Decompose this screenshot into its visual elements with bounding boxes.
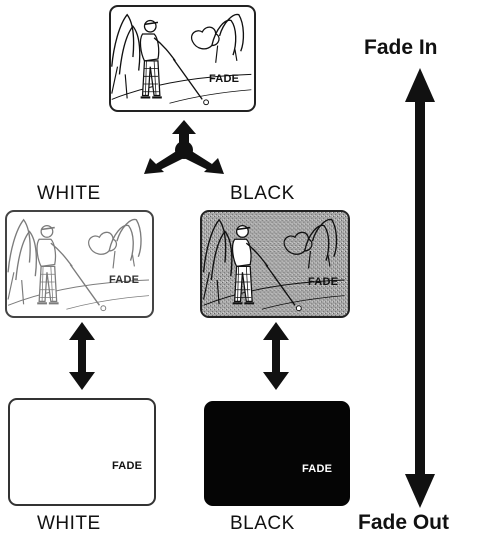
golfer-illustration-faded-black: [202, 218, 346, 312]
fade-text-bottom-white: FADE: [112, 460, 143, 472]
fade-text-mid-black: FADE: [308, 276, 339, 288]
gray-noise-background: [202, 212, 348, 316]
white-screen-panel: FADE: [8, 398, 156, 506]
double-arrow-left-icon: [69, 322, 95, 390]
white-fade-panel: FADE: [5, 210, 154, 318]
black-fade-panel: FADE: [200, 210, 350, 318]
fade-text-mid-white: FADE: [109, 274, 140, 286]
caption-black-top: BLACK: [230, 183, 295, 204]
fade-text-top: FADE: [209, 73, 240, 85]
caption-white-bottom: WHITE: [37, 513, 101, 534]
double-arrow-right-icon: [263, 322, 289, 390]
fade-in-label: Fade In: [364, 36, 438, 59]
fade-in-panel: FADE: [109, 5, 256, 112]
fade-out-label: Fade Out: [358, 511, 450, 534]
black-screen-panel: FADE: [204, 401, 350, 506]
caption-white-top: WHITE: [37, 183, 101, 204]
golfer-illustration-faded-white: [7, 218, 151, 312]
golfer-illustration: [111, 13, 253, 106]
fade-direction-arrow-icon: [405, 68, 435, 508]
caption-black-bottom: BLACK: [230, 513, 295, 534]
fade-text-bottom-black: FADE: [302, 463, 333, 475]
three-way-arrow-icon: [144, 120, 224, 174]
